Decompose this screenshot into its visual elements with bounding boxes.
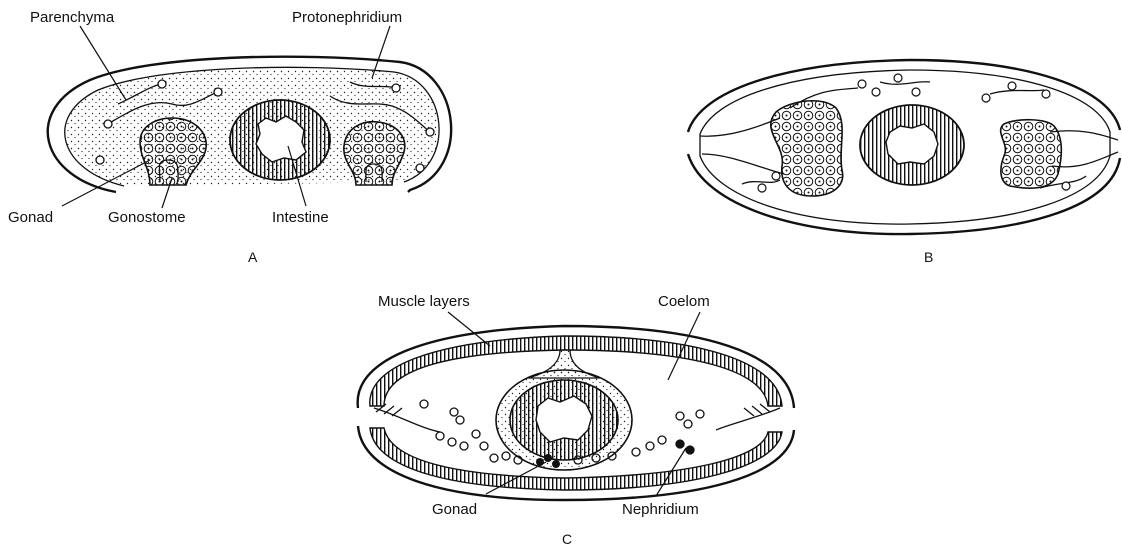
panel-a-intestine [230, 100, 330, 180]
panel-a-label-intestine: Intestine [272, 209, 329, 226]
panel-a-letter: A [248, 249, 258, 265]
panel-a-label-gonostome: Gonostome [108, 209, 186, 226]
panel-b-gonad-right [1001, 120, 1062, 188]
panel-c-leader-muscle-layers [448, 312, 490, 346]
panel-c-label-coelom: Coelom [658, 293, 710, 310]
panel-b: B [688, 60, 1120, 265]
panel-a-leader-protonephridium [372, 26, 390, 78]
panel-c-intestine [496, 370, 632, 470]
panel-b-gonad-left [771, 101, 843, 196]
panel-a-label-protonephridium: Protonephridium [292, 9, 402, 26]
panel-c-label-gonad: Gonad [432, 501, 477, 518]
panel-c: Muscle layers Coelom Gonad Nephridium C [358, 293, 794, 547]
panel-c-label-muscle-layers: Muscle layers [378, 293, 470, 310]
panel-c-label-nephridium: Nephridium [622, 501, 699, 518]
panel-b-letter: B [924, 249, 933, 265]
panel-b-intestine [860, 105, 964, 185]
panel-a: Parenchyma Protonephridium Gonad Gonosto… [8, 9, 451, 265]
panel-a-label-gonad: Gonad [8, 209, 53, 226]
panel-c-letter: C [562, 531, 572, 547]
panel-a-label-parenchyma: Parenchyma [30, 9, 115, 26]
